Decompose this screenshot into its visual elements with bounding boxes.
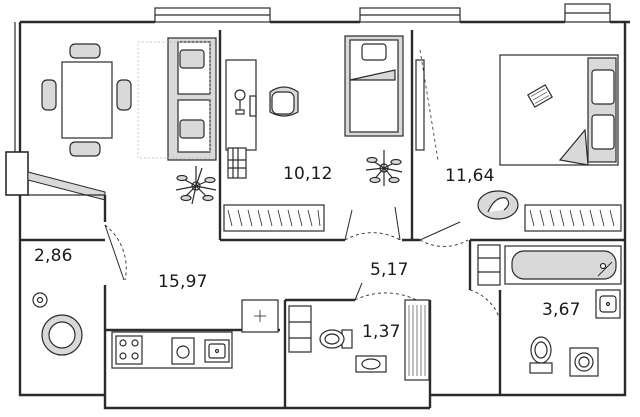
bathtub-icon: [504, 245, 622, 285]
office-chair: [269, 86, 299, 117]
wc-storage-rack: [404, 299, 430, 381]
stove-icon: [115, 335, 143, 365]
toilet-icon: [529, 336, 553, 374]
room-area-living-kitchen: 15,97: [158, 272, 208, 292]
windows: [14, 3, 611, 152]
plant-icon: [175, 166, 217, 205]
washing-machine-icon: [171, 337, 195, 365]
wc-shelves: [288, 305, 312, 353]
room-area-bedroom-2: 11,64: [445, 166, 495, 186]
sink-icon: [355, 355, 387, 373]
washing-machine-icon: [569, 347, 599, 377]
toilet-icon: [319, 329, 353, 349]
outer-walls: [18, 20, 630, 410]
door-swings: [104, 224, 501, 321]
plant-icon: [365, 150, 403, 186]
bed-bedroom-1: [344, 35, 404, 137]
internal-walls: [20, 30, 625, 408]
dining-table: [41, 43, 132, 157]
doors: [104, 206, 461, 301]
rug: [137, 41, 211, 159]
room-area-bathroom: 3,67: [542, 300, 581, 320]
room-area-storage: 2,86: [34, 246, 73, 266]
room-area-hallway: 5,17: [370, 260, 409, 280]
wardrobe-bedroom-1: [223, 204, 325, 232]
sofa: [167, 37, 217, 161]
cat-bed-icon: [477, 190, 519, 220]
wall-shelf: [415, 49, 439, 161]
bath-sink-icon: [595, 289, 621, 319]
wardrobe-bedroom-2: [524, 204, 622, 232]
left-niche: [5, 151, 106, 201]
room-area-wc: 1,37: [362, 322, 401, 342]
laptop-icon: [527, 84, 553, 108]
bath-shelves: [477, 244, 501, 286]
double-bed: [499, 54, 619, 166]
desk: [225, 59, 257, 151]
bookshelf: [227, 147, 247, 179]
room-area-bedroom-1: 10,12: [283, 164, 333, 184]
round-table: [32, 292, 83, 356]
sink-icon: [204, 339, 230, 363]
